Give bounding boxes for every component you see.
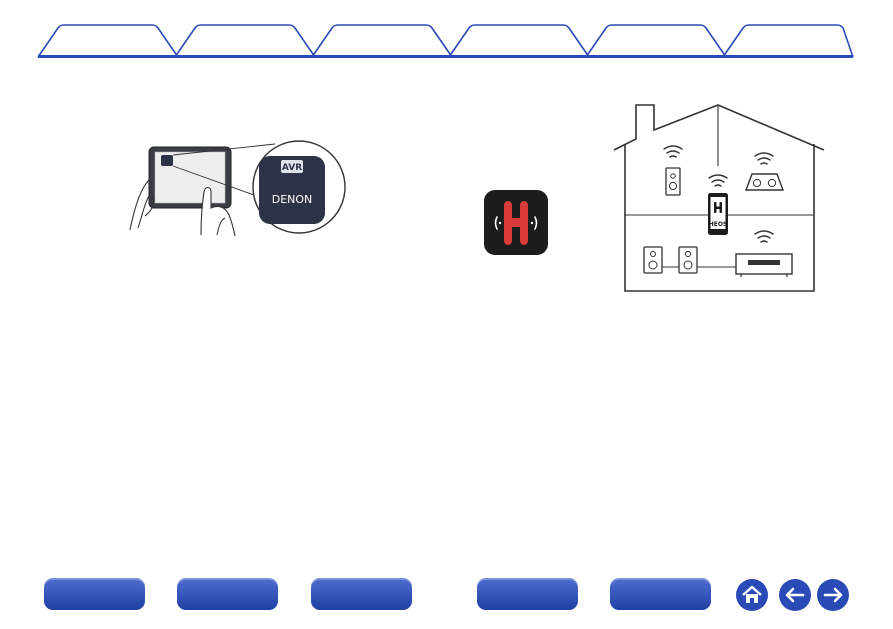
tab-4[interactable]: [448, 24, 590, 58]
heos-device-label: HEOS: [709, 221, 728, 228]
home-button[interactable]: [736, 579, 768, 611]
forward-arrow-icon: [817, 579, 849, 611]
tab-5[interactable]: [585, 24, 727, 58]
tab-6[interactable]: [722, 24, 854, 58]
tab-1[interactable]: [37, 24, 179, 58]
back-button[interactable]: [779, 579, 811, 611]
avr-label: AVR: [282, 163, 302, 173]
nav-button-2[interactable]: [177, 578, 278, 610]
heos-app-icon: [484, 190, 548, 255]
denon-label: DENON: [272, 193, 313, 206]
back-arrow-icon: [779, 579, 811, 611]
forward-button[interactable]: [817, 579, 849, 611]
nav-button-3[interactable]: [311, 578, 412, 610]
tab-3[interactable]: [311, 24, 453, 58]
nav-button-1[interactable]: [44, 578, 145, 610]
house-network-diagram: HEOS: [611, 102, 827, 294]
nav-button-5[interactable]: [610, 578, 711, 610]
nav-button-4[interactable]: [477, 578, 578, 610]
home-icon: [736, 579, 768, 611]
tab-2[interactable]: [174, 24, 316, 58]
wifi-icons: [663, 145, 774, 243]
top-tab-bar: [0, 0, 893, 64]
tablet-app-illustration: AVR DENON: [125, 130, 350, 245]
